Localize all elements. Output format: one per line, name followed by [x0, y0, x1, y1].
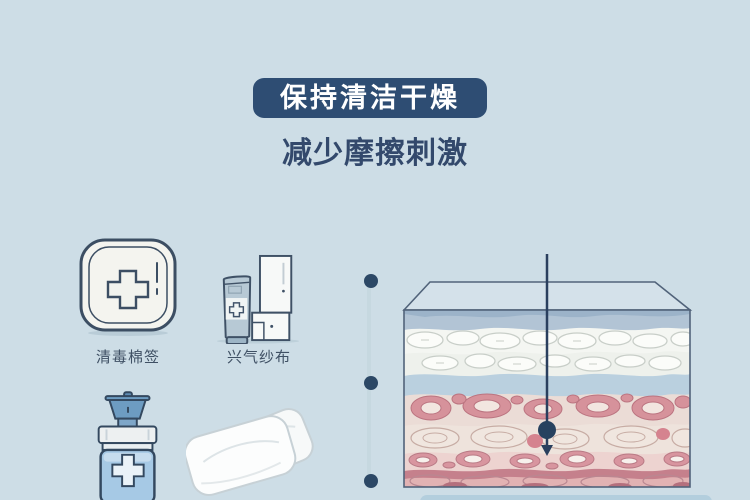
first-aid-kit-icon	[79, 238, 177, 336]
diagram-shadow-bar	[420, 495, 712, 500]
subtitle-text: 减少摩擦刺激	[282, 137, 468, 170]
skin-cross-section-diagram	[402, 254, 693, 488]
timeline-dot-3	[364, 474, 378, 488]
medicine-bottle-icon	[97, 391, 158, 500]
supply-label-gauze: 兴气纱布	[226, 349, 291, 366]
down-arrow-pointer	[538, 254, 556, 456]
ointment-tube-gauze-icon	[216, 254, 300, 344]
supply-label-swab: 清毒棉签	[95, 349, 160, 366]
title-text: 保持清洁干燥	[280, 83, 460, 113]
timeline-dot-1	[364, 274, 378, 288]
timeline-dot-2	[364, 376, 378, 390]
title-banner: 保持清洁干燥	[253, 78, 487, 118]
gauze-pads-icon	[186, 408, 314, 496]
